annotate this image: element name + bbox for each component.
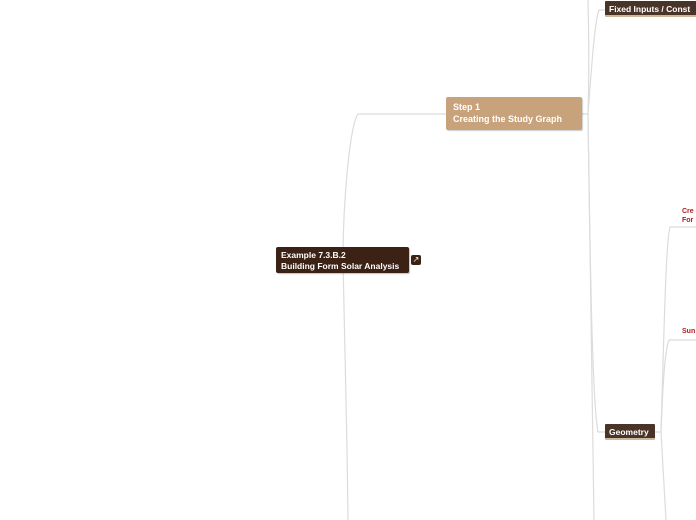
step1-title: Step 1 <box>453 102 481 112</box>
connector-step1-lower <box>587 113 595 520</box>
connector-root-down <box>342 259 349 520</box>
leaf-cre-topic[interactable]: Cre For <box>682 207 694 225</box>
leaf-sun-label: Sun <box>682 328 696 335</box>
geometry-topic[interactable]: Geometry <box>605 424 655 440</box>
connector-geometry-sun <box>660 339 696 433</box>
connector-geometry-down <box>660 431 667 520</box>
connector-step1-fixed <box>582 9 605 115</box>
geometry-label: Geometry <box>609 427 649 437</box>
root-topic-subtitle: Building Form Solar Analysis <box>281 260 400 271</box>
leaf-cre-line1: Cre <box>682 208 694 215</box>
root-topic[interactable]: Example 7.3.B.2 Building Form Solar Anal… <box>276 247 409 273</box>
root-topic-title: Example 7.3.B.2 <box>281 250 346 260</box>
leaf-cre-line2: For <box>682 217 694 224</box>
leaf-sun-topic[interactable]: Sun <box>682 327 695 336</box>
connector-root-step1 <box>342 113 446 261</box>
fixed-inputs-topic[interactable]: Fixed Inputs / Const <box>605 1 696 17</box>
fixed-inputs-label: Fixed Inputs / Const <box>609 4 691 14</box>
step1-subtitle: Creating the Study Graph <box>453 114 563 124</box>
link-icon[interactable]: ↗ <box>411 255 421 265</box>
step1-topic[interactable]: Step 1 Creating the Study Graph <box>446 97 582 130</box>
connector-top-fixed <box>587 0 590 115</box>
